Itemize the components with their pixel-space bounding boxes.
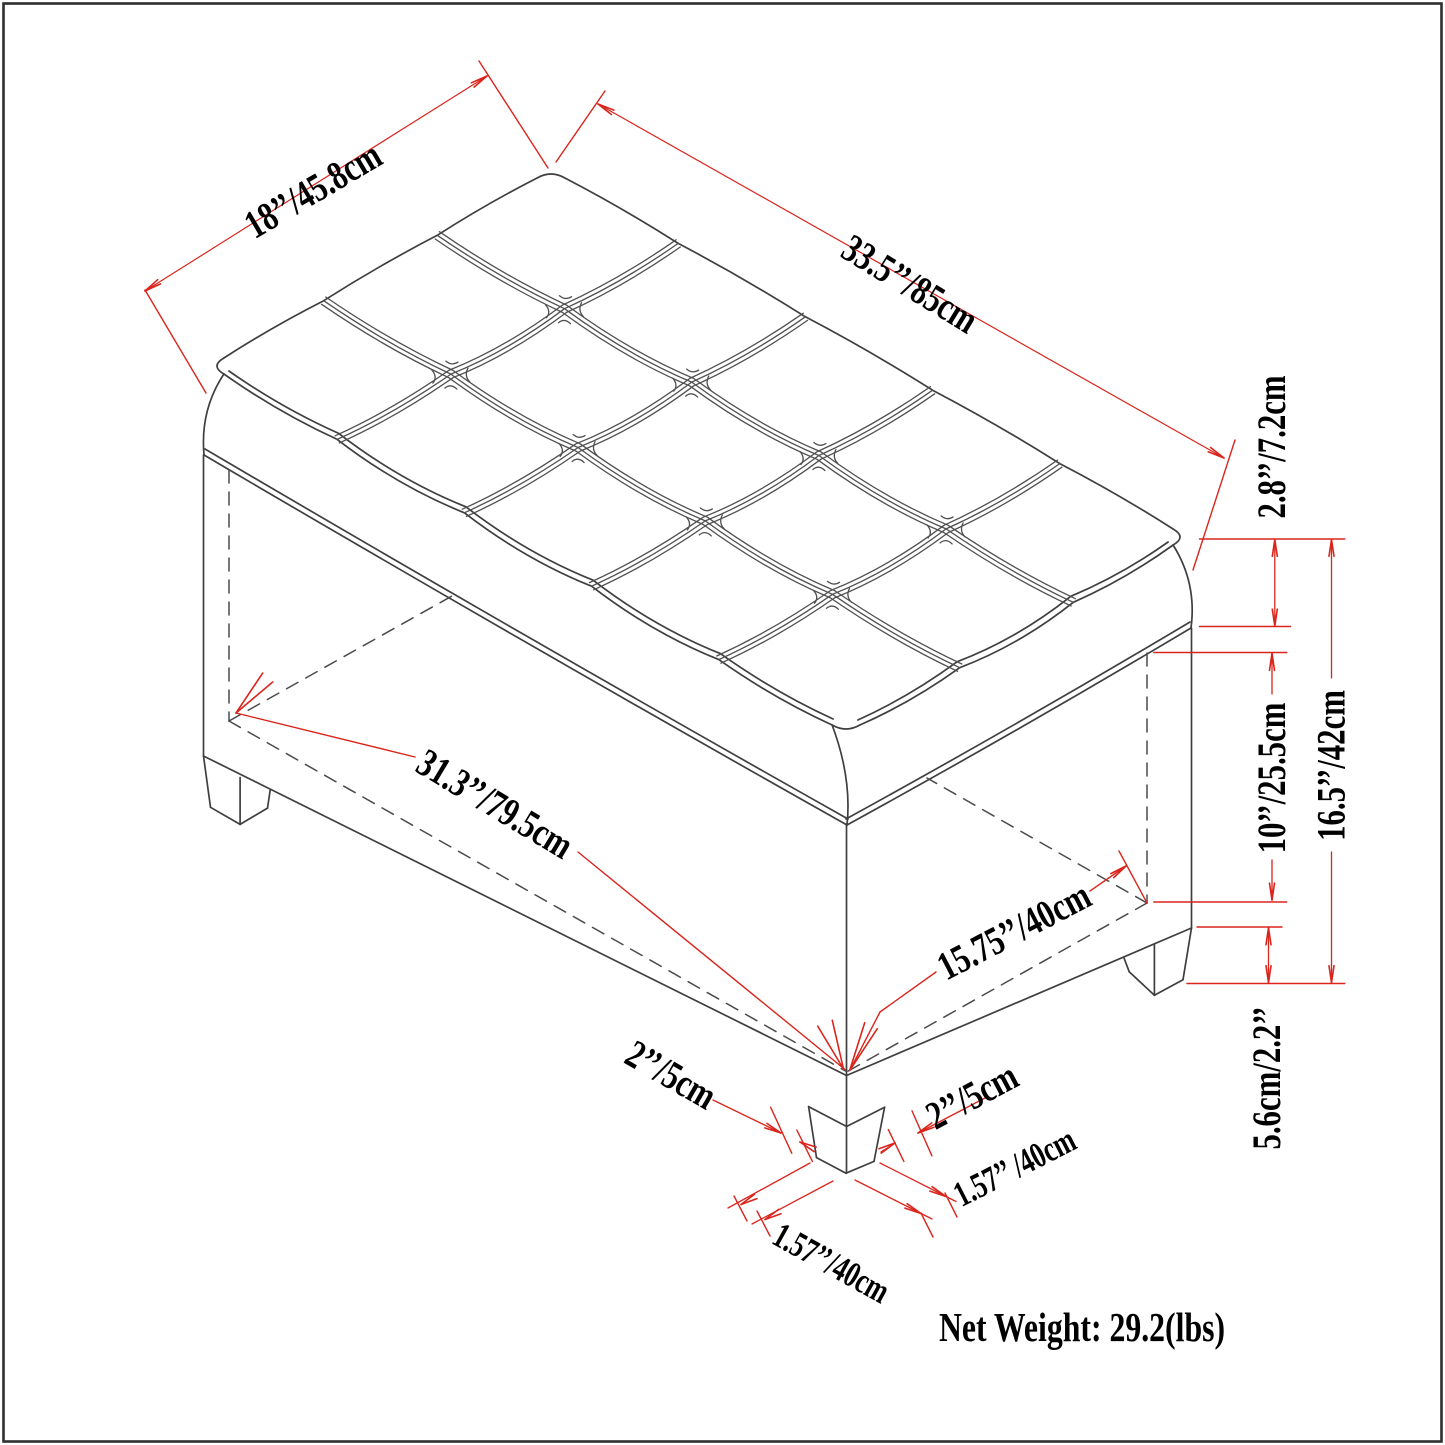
svg-text:16.5’’/42cm: 16.5’’/42cm [1309, 690, 1354, 841]
svg-text:10’’/25.5cm: 10’’/25.5cm [1249, 702, 1294, 853]
svg-text:Net Weight: 29.2(lbs): Net Weight: 29.2(lbs) [939, 1304, 1225, 1350]
svg-text:2.8’’/7.2cm: 2.8’’/7.2cm [1249, 375, 1294, 518]
svg-text:5.6cm/2.2’’: 5.6cm/2.2’’ [1244, 1006, 1289, 1149]
